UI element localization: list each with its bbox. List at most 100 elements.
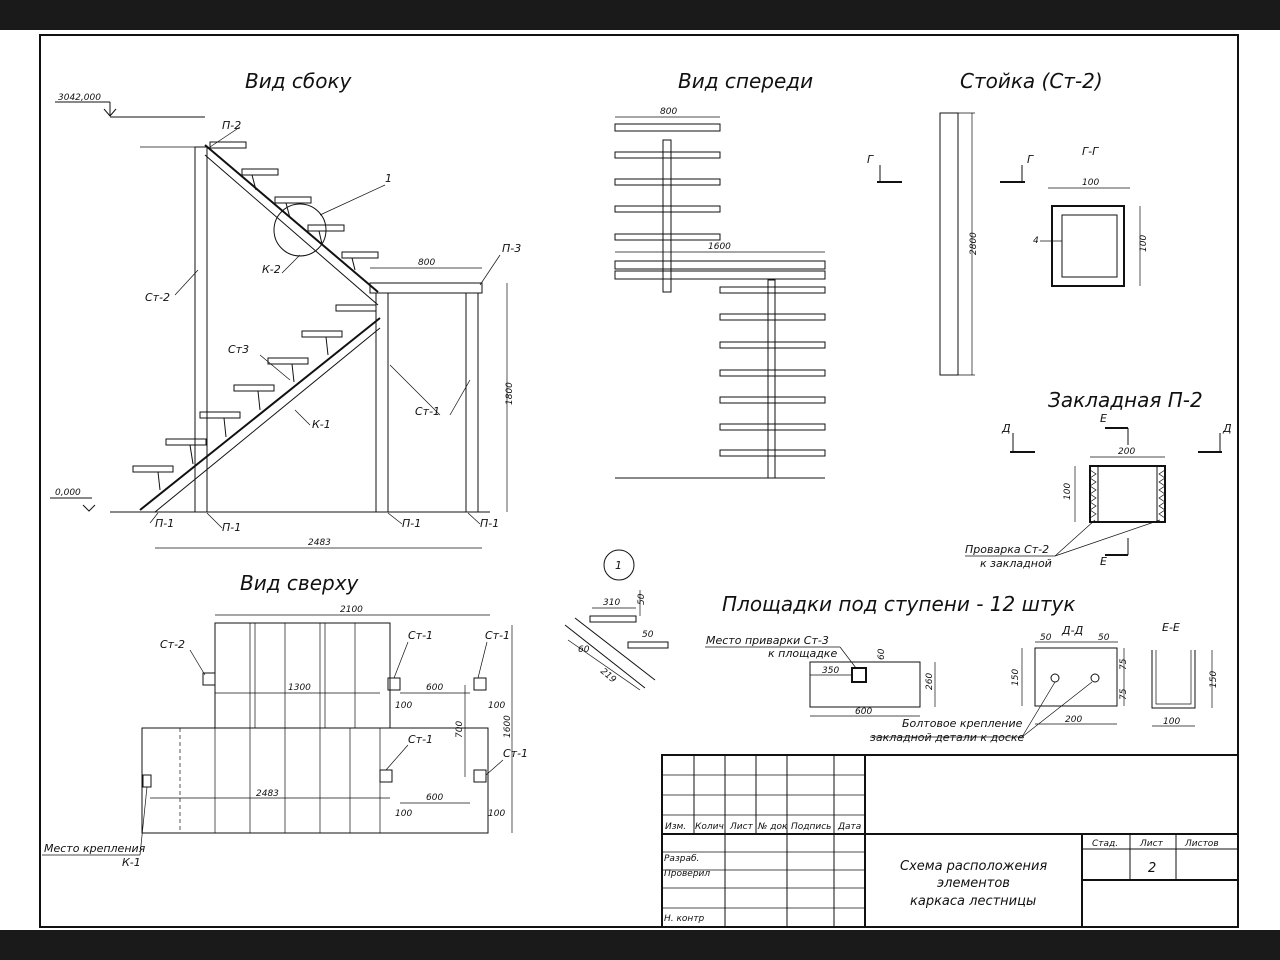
svg-text:Е: Е (1100, 555, 1107, 568)
svg-text:Г: Г (1027, 153, 1034, 166)
svg-text:100: 100 (488, 701, 505, 711)
svg-text:100: 100 (488, 809, 505, 819)
svg-text:П-1: П-1 (480, 517, 499, 530)
svg-text:100: 100 (1139, 235, 1149, 252)
svg-text:310: 310 (603, 598, 620, 608)
svg-text:Стад.: Стад. (1092, 839, 1118, 849)
svg-text:Лист: Лист (1139, 839, 1164, 849)
svg-text:1600: 1600 (708, 242, 731, 252)
drawing-name-2: элементов (937, 876, 1010, 891)
svg-text:1300: 1300 (288, 683, 311, 693)
svg-text:150: 150 (1209, 671, 1219, 688)
side-view: Вид сбоку 3042,000 0,000 (50, 69, 521, 549)
svg-text:Колич: Колич (695, 822, 724, 832)
svg-text:600: 600 (426, 793, 443, 803)
svg-text:Н. контр: Н. контр (664, 914, 705, 924)
drawing-name-1: Схема расположения (900, 859, 1047, 874)
svg-text:100: 100 (395, 701, 412, 711)
svg-text:2800: 2800 (969, 232, 979, 255)
svg-text:Ст3: Ст3 (228, 343, 249, 356)
sheet-frame (39, 34, 1239, 928)
svg-text:Ст-1: Ст-1 (408, 733, 433, 746)
svg-text:Изм.: Изм. (665, 822, 686, 832)
svg-text:№ док: № док (757, 822, 788, 832)
svg-text:Д: Д (1222, 422, 1232, 435)
svg-text:2483: 2483 (256, 789, 279, 799)
svg-text:350: 350 (822, 666, 839, 676)
svg-text:50: 50 (642, 630, 654, 640)
svg-text:260: 260 (925, 673, 935, 690)
svg-text:Д-Д: Д-Д (1061, 624, 1084, 637)
embed-view: Закладная П-2 Д Д Е Е 200 100 Проварка С… (965, 388, 1232, 570)
svg-text:50: 50 (637, 593, 647, 605)
svg-text:Вид сверху: Вид сверху (240, 571, 360, 595)
svg-text:Стойка (Ст-2): Стойка (Ст-2) (960, 69, 1103, 93)
svg-text:Дата: Дата (837, 822, 861, 832)
svg-text:Ст-1: Ст-1 (408, 629, 433, 642)
svg-text:75: 75 (1119, 658, 1129, 670)
svg-text:150: 150 (1011, 669, 1021, 686)
svg-text:Е-Е: Е-Е (1162, 621, 1180, 634)
svg-text:100: 100 (395, 809, 412, 819)
drawing-sheet: Вид сбоку 3042,000 0,000 (0, 30, 1280, 930)
svg-text:100: 100 (1163, 717, 1180, 727)
svg-text:Место приварки Ст-3: Место приварки Ст-3 (706, 634, 829, 647)
svg-text:700: 700 (455, 721, 465, 738)
svg-text:Лист: Лист (729, 822, 754, 832)
svg-text:Площадки под ступени - 12 штук: Площадки под ступени - 12 штук (722, 592, 1075, 616)
svg-text:Д: Д (1001, 422, 1011, 435)
svg-text:П-2: П-2 (222, 119, 241, 132)
svg-text:Е: Е (1100, 412, 1107, 425)
svg-text:к закладной: к закладной (980, 557, 1052, 570)
drawing-name-3: каркаса лестницы (910, 894, 1036, 909)
svg-text:П-1: П-1 (222, 521, 241, 534)
svg-text:Проверил: Проверил (664, 869, 710, 879)
detail-1-view: 1 310 50 50 60 219 (564, 549, 669, 691)
svg-text:Ст-2: Ст-2 (160, 638, 185, 651)
svg-text:Место крепления: Место крепления (44, 842, 146, 855)
svg-text:200: 200 (1118, 447, 1135, 457)
landing-p3 (369, 282, 483, 294)
svg-text:4: 4 (1033, 236, 1039, 246)
pads-view: Площадки под ступени - 12 штук Место при… (705, 592, 1219, 744)
svg-text:1: 1 (615, 559, 622, 572)
svg-text:Ст-1: Ст-1 (415, 405, 440, 418)
elevation-zero: 0,000 (55, 488, 81, 498)
drawing-canvas: Вид сбоку 3042,000 0,000 (39, 34, 1239, 928)
detail-callout-circle (273, 203, 327, 257)
elevation-top: 3042,000 (58, 93, 101, 103)
svg-text:закладной детали к доске: закладной детали к доске (870, 731, 1025, 744)
svg-text:200: 200 (1065, 715, 1082, 725)
svg-text:60: 60 (578, 645, 590, 655)
svg-text:100: 100 (1063, 483, 1073, 500)
svg-text:50: 50 (1040, 633, 1052, 643)
svg-text:П-1: П-1 (155, 517, 174, 530)
svg-text:100: 100 (1082, 178, 1099, 188)
svg-text:К-1: К-1 (312, 418, 331, 431)
svg-text:1600: 1600 (503, 715, 513, 738)
svg-text:60: 60 (877, 648, 887, 660)
svg-text:К-2: К-2 (262, 263, 281, 276)
front-view: Вид спереди 800 1600 (614, 69, 826, 479)
svg-text:Разраб.: Разраб. (664, 854, 699, 864)
svg-text:2100: 2100 (340, 605, 363, 615)
svg-text:П-1: П-1 (402, 517, 421, 530)
svg-text:219: 219 (598, 667, 618, 686)
svg-text:Ст-1: Ст-1 (485, 629, 510, 642)
svg-text:2483: 2483 (308, 538, 331, 548)
svg-text:П-3: П-3 (502, 242, 521, 255)
sheet-number: 2 (1148, 861, 1156, 876)
svg-text:Подпись: Подпись (791, 822, 831, 832)
top-view: Вид сверху 2100 1300 600 100 100 600 100… (42, 571, 528, 869)
svg-text:Болтовое крепление: Болтовое крепление (902, 717, 1023, 730)
svg-text:600: 600 (426, 683, 443, 693)
svg-text:800: 800 (660, 107, 677, 117)
title-block: Изм. Колич Лист № док Подпись Дата Разра… (661, 754, 1239, 928)
post-st2 (194, 146, 208, 513)
svg-text:Г-Г: Г-Г (1082, 145, 1099, 158)
svg-text:Вид спереди: Вид спереди (678, 69, 813, 93)
svg-text:Листов: Листов (1184, 839, 1219, 849)
side-view-title: Вид сбоку (245, 69, 353, 93)
svg-text:К-1: К-1 (122, 856, 141, 869)
